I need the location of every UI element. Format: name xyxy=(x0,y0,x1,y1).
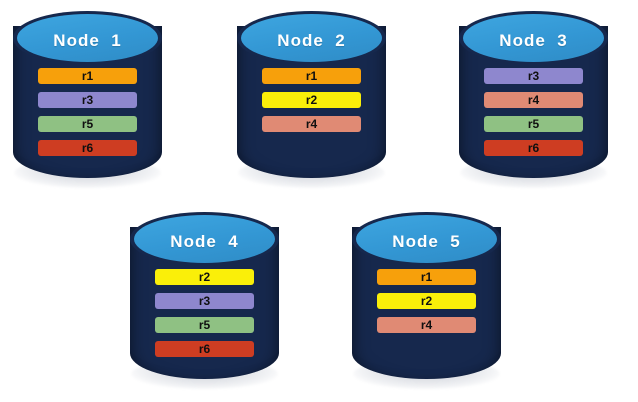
node-label: Node 3 xyxy=(499,30,568,50)
replica-bar[interactable]: r6 xyxy=(38,140,137,156)
cylinder-top-ellipse xyxy=(17,14,158,62)
cylinder-top-ellipse xyxy=(356,215,497,263)
node-label: Node 4 xyxy=(170,231,239,251)
database-node-5[interactable]: Node 5 r1 r2 r4 xyxy=(349,209,504,394)
replica-list: r1 r3 r5 r6 xyxy=(38,68,137,156)
cylinder-top-ellipse xyxy=(241,14,382,62)
replica-bar[interactable]: r4 xyxy=(484,92,583,108)
replica-bar[interactable]: r1 xyxy=(38,68,137,84)
replica-bar[interactable]: r5 xyxy=(155,317,254,333)
replica-bar[interactable]: r4 xyxy=(377,317,476,333)
replica-list: r1 r2 r4 xyxy=(262,68,361,132)
replica-bar[interactable]: r5 xyxy=(38,116,137,132)
replica-bar[interactable]: r2 xyxy=(262,92,361,108)
database-node-2[interactable]: Node 2 r1 r2 r4 xyxy=(234,8,389,193)
node-label: Node 1 xyxy=(53,30,122,50)
replica-bar[interactable]: r1 xyxy=(262,68,361,84)
database-node-4[interactable]: Node 4 r2 r3 r5 r6 xyxy=(127,209,282,394)
replica-bar[interactable]: r3 xyxy=(38,92,137,108)
replica-list: r3 r4 r5 r6 xyxy=(484,68,583,156)
node-label: Node 2 xyxy=(277,30,346,50)
replica-bar[interactable]: r4 xyxy=(262,116,361,132)
database-node-1[interactable]: Node 1 r1 r3 r5 r6 xyxy=(10,8,165,193)
replica-bar[interactable]: r2 xyxy=(377,293,476,309)
cylinder-top-ellipse xyxy=(463,14,604,62)
database-node-3[interactable]: Node 3 r3 r4 r5 r6 xyxy=(456,8,611,193)
node-label: Node 5 xyxy=(392,231,461,251)
cylinder-top-ellipse xyxy=(134,215,275,263)
replica-bar[interactable]: r3 xyxy=(155,293,254,309)
replica-bar[interactable]: r5 xyxy=(484,116,583,132)
replica-bar[interactable]: r2 xyxy=(155,269,254,285)
replica-list: r1 r2 r4 xyxy=(377,269,476,333)
replica-bar[interactable]: r6 xyxy=(484,140,583,156)
replica-list: r2 r3 r5 r6 xyxy=(155,269,254,357)
replica-bar[interactable]: r3 xyxy=(484,68,583,84)
replica-bar[interactable]: r6 xyxy=(155,341,254,357)
replica-bar[interactable]: r1 xyxy=(377,269,476,285)
